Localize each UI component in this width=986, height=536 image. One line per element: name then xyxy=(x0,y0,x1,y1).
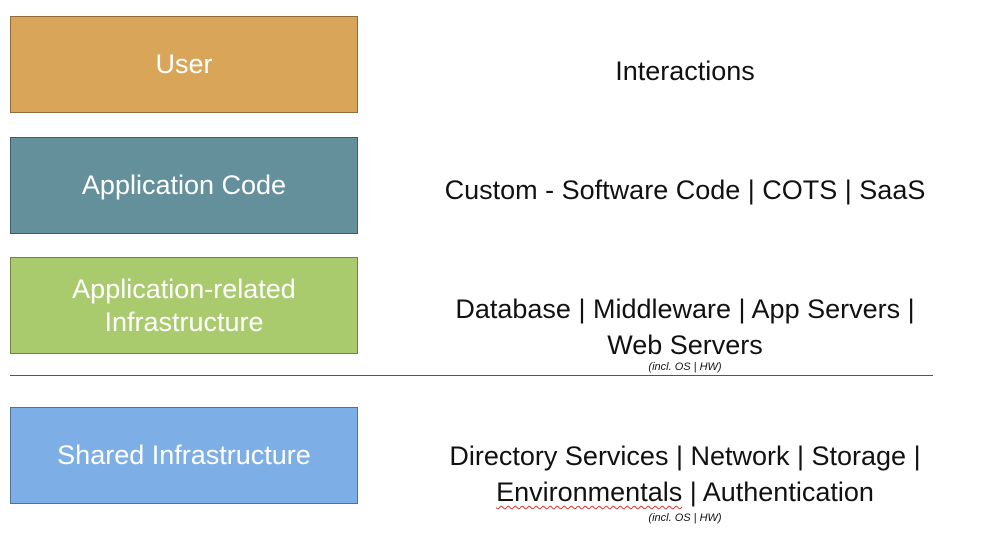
spellcheck-underlined-word: Environmentals xyxy=(496,477,683,507)
layer-label-application-related-infrastructure: Application-related Infrastructure xyxy=(72,274,296,337)
layer-box-shared-infrastructure: Shared Infrastructure xyxy=(10,407,358,504)
description-line: Custom - Software Code | COTS | SaaS xyxy=(444,175,926,205)
layer-divider xyxy=(10,375,933,376)
layer-label-user: User xyxy=(155,49,213,80)
description-line: Directory Services | Network | Storage | xyxy=(449,441,921,471)
layer-label-application-code: Application Code xyxy=(81,170,287,201)
description-line: Web Servers xyxy=(607,330,763,360)
description-line: Environmentals | Authentication xyxy=(385,474,985,510)
layer-description-application-related-infrastructure: Database | Middleware | App Servers | We… xyxy=(385,291,985,363)
layer-description-application-code: Custom - Software Code | COTS | SaaS xyxy=(385,172,985,208)
description-line: Interactions xyxy=(615,56,755,86)
description-line-rest: | Authentication xyxy=(682,477,874,507)
layer-description-shared-infrastructure: Directory Services | Network | Storage |… xyxy=(385,438,985,510)
layer-box-application-related-infrastructure: Application-related Infrastructure xyxy=(10,257,358,354)
layer-note-shared-infrastructure: (incl. OS | HW) xyxy=(648,512,722,524)
layer-box-user: User xyxy=(10,16,358,113)
layer-note-application-related-infrastructure: (incl. OS | HW) xyxy=(648,361,722,373)
layer-description-user: Interactions xyxy=(385,53,985,89)
layer-label-shared-infrastructure: Shared Infrastructure xyxy=(57,440,311,471)
layer-box-application-code: Application Code xyxy=(10,137,358,234)
description-line: Database | Middleware | App Servers | xyxy=(455,294,915,324)
